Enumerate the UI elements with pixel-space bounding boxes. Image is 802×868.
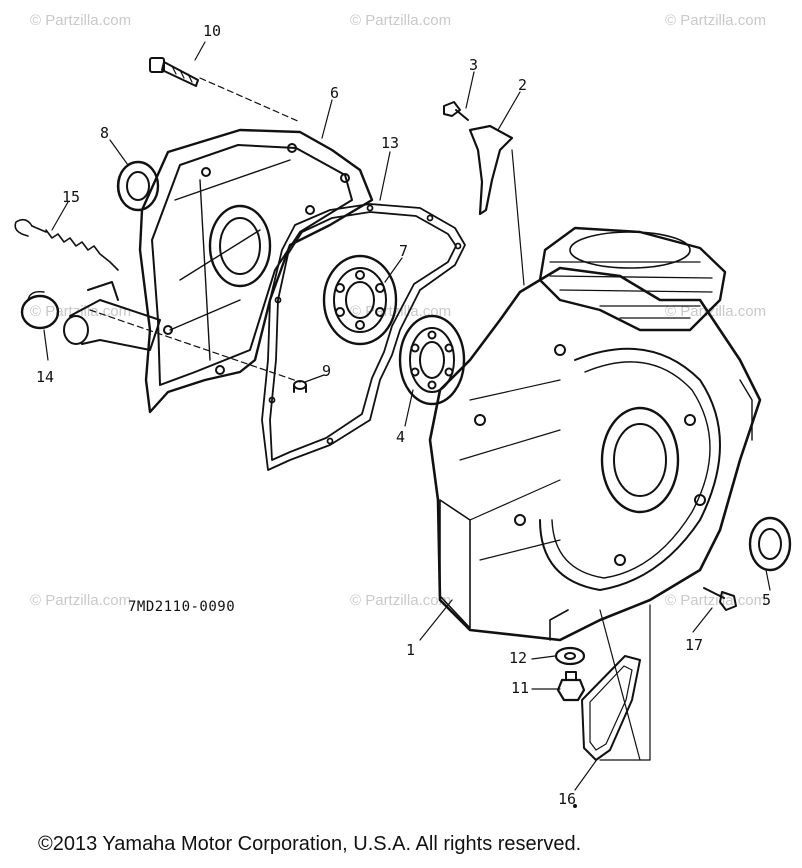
callout-13: 13: [381, 134, 400, 152]
watermark: © Partzilla.com: [665, 303, 767, 320]
plate-2-shape: [468, 124, 514, 216]
callout-14: 14: [36, 368, 55, 386]
bolt-3-shape: [443, 101, 469, 121]
watermark: © Partzilla.com: [350, 592, 452, 609]
callout-8: 8: [100, 124, 110, 142]
callout-6: 6: [330, 84, 340, 102]
callout-11: 11: [511, 679, 530, 697]
watermark: © Partzilla.com: [30, 592, 132, 609]
bolt-17-shape: [703, 587, 737, 611]
callout-12: 12: [509, 649, 528, 667]
copyright-notice: ©2013 Yamaha Motor Corporation, U.S.A. A…: [38, 833, 582, 855]
callout-7: 7: [399, 242, 409, 260]
callout-15: 15: [62, 188, 81, 206]
callout-5: 5: [762, 591, 772, 609]
callout-4: 4: [396, 428, 406, 446]
leader-lines: [43, 41, 771, 791]
spring-15-shape: [14, 218, 119, 271]
bolt-10-shape: [149, 57, 199, 87]
breather-pipe-14-shape: [20, 281, 161, 351]
crankcase-1-shape: [428, 226, 762, 642]
callout-10: 10: [203, 22, 222, 40]
watermark: © Partzilla.com: [350, 12, 452, 29]
watermark: © Partzilla.com: [665, 592, 767, 609]
callout-16: 16: [558, 790, 577, 808]
callout-17: 17: [685, 636, 704, 654]
callout-9: 9: [322, 362, 332, 380]
watermark: © Partzilla.com: [665, 12, 767, 29]
callout-1: 1: [406, 641, 416, 659]
bearing-7-shape: [322, 254, 398, 346]
washer-12-shape: [554, 646, 586, 666]
gasket-13-shape: [261, 203, 466, 471]
bearing-4-shape: [398, 314, 466, 406]
watermark: © Partzilla.com: [30, 12, 132, 29]
drain-plug-11-shape: [556, 671, 586, 702]
oil-seal-5-shape: [748, 516, 792, 572]
gasket-16-shape: [581, 655, 641, 761]
callout-2: 2: [518, 76, 528, 94]
crankcase-cover-6-shape: [138, 128, 374, 414]
oil-seal-8-shape: [116, 160, 160, 212]
callout-3: 3: [469, 56, 479, 74]
diagram-code: 7MD2110-0090: [128, 599, 236, 615]
dowel-pin-9-shape: [293, 380, 307, 393]
